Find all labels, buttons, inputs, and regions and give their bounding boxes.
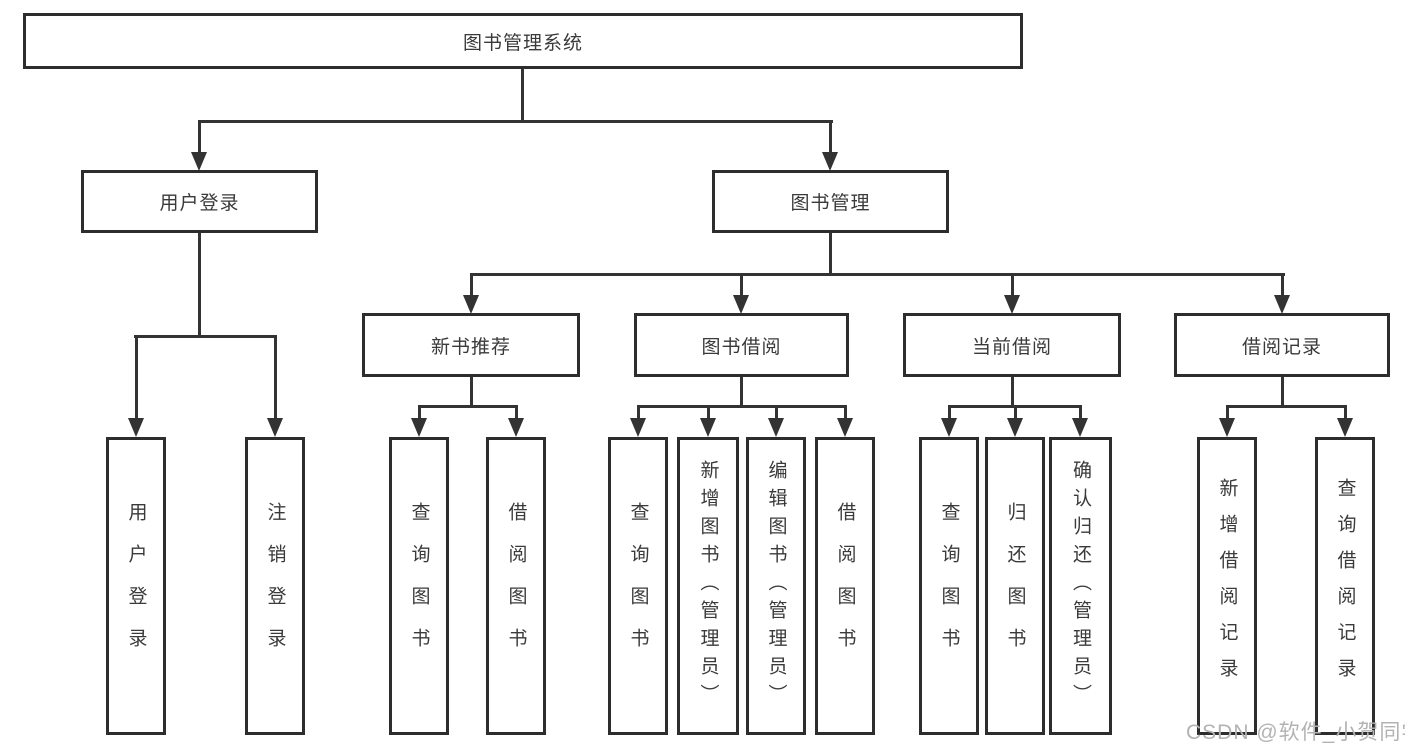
connector-drop-leaf	[1079, 405, 1082, 421]
arrow-down-icon	[630, 418, 646, 437]
connector-drop-leaf	[844, 405, 847, 421]
leaf-add-borrow-record: 新增借阅记录	[1197, 437, 1257, 735]
leaf-query-borrow-record: 查询借阅记录	[1315, 437, 1375, 735]
node-label: 当前借阅	[971, 336, 1052, 358]
connector-user-login-stem	[198, 233, 201, 337]
connector-drop-new-book-rec	[470, 273, 473, 297]
arrow-down-icon	[191, 152, 207, 171]
node-library-management-system: 图书管理系统	[23, 13, 1023, 69]
connector-current-borrow-stem	[1011, 377, 1014, 408]
node-label: 图书借阅	[701, 336, 782, 358]
leaf-label: 注销登录	[264, 502, 286, 670]
leaf-label: 归还图书	[1004, 502, 1026, 670]
leaf-label: 确认归还（管理员）	[1070, 460, 1091, 712]
leaf-return-books: 归还图书	[985, 437, 1045, 735]
connector-root-hbar	[198, 120, 833, 123]
node-borrowing-records: 借阅记录	[1174, 313, 1390, 377]
connector-drop-login-leaf	[135, 335, 138, 420]
leaf-query-books-current: 查询图书	[919, 437, 979, 735]
arrow-down-icon	[1219, 418, 1235, 437]
arrow-down-icon	[700, 418, 716, 437]
connector-drop-current-borrow	[1011, 273, 1014, 297]
connector-book-mgmt-stem	[829, 233, 832, 275]
connector-root-stem	[521, 69, 524, 123]
arrow-down-icon	[508, 418, 524, 437]
leaf-query-books-recommend: 查询图书	[389, 437, 449, 735]
connector-drop-leaf	[418, 405, 421, 421]
connector-borrow-records-hbar	[1226, 405, 1347, 408]
leaf-label: 用户登录	[125, 502, 147, 670]
leaf-label: 查询图书	[627, 502, 649, 670]
connector-drop-borrow-records	[1281, 273, 1284, 297]
node-current-borrowing: 当前借阅	[903, 313, 1121, 377]
arrow-down-icon	[822, 152, 838, 171]
leaf-label: 借阅图书	[505, 502, 527, 670]
arrow-down-icon	[411, 418, 427, 437]
node-book-borrowing: 图书借阅	[634, 313, 849, 377]
leaf-add-books-admin: 新增图书（管理员）	[677, 437, 739, 735]
connector-book-borrow-hbar	[637, 405, 847, 408]
leaf-label: 借阅图书	[834, 502, 856, 670]
leaf-label: 新增图书（管理员）	[697, 460, 719, 712]
leaf-user-login: 用户登录	[106, 437, 166, 735]
csdn-watermark: CSDN @软件_小贺同学	[1186, 721, 1405, 744]
connector-drop-leaf	[1014, 405, 1017, 421]
connector-drop-book-borrow	[740, 273, 743, 297]
node-new-book-recommend: 新书推荐	[362, 313, 580, 377]
arrow-down-icon	[768, 418, 784, 437]
leaf-borrow-books-recommend: 借阅图书	[486, 437, 546, 735]
connector-drop-leaf	[707, 405, 710, 421]
connector-drop-logout-leaf	[274, 335, 277, 420]
node-label: 图书管理系统	[462, 32, 583, 54]
connector-drop-book-mgmt	[829, 120, 832, 154]
arrow-down-icon	[941, 418, 957, 437]
arrow-down-icon	[1004, 295, 1020, 314]
leaf-label: 查询图书	[408, 502, 430, 670]
node-label: 图书管理	[790, 193, 871, 214]
arrow-down-icon	[128, 418, 144, 437]
leaf-label: 查询图书	[938, 502, 960, 670]
connector-drop-leaf	[1344, 405, 1347, 421]
connector-drop-leaf	[775, 405, 778, 421]
arrow-down-icon	[463, 295, 479, 314]
node-label: 用户登录	[159, 193, 240, 214]
arrow-down-icon	[837, 418, 853, 437]
arrow-down-icon	[1007, 418, 1023, 437]
connector-drop-user-login	[198, 120, 201, 154]
leaf-label: 查询借阅记录	[1334, 478, 1356, 694]
leaf-logout: 注销登录	[245, 437, 305, 735]
connector-drop-leaf	[948, 405, 951, 421]
node-book-management-branch: 图书管理	[712, 170, 949, 233]
connector-drop-leaf	[515, 405, 518, 421]
connector-new-book-rec-hbar	[418, 405, 518, 408]
leaf-confirm-return-admin: 确认归还（管理员）	[1049, 437, 1112, 735]
node-label: 借阅记录	[1241, 336, 1322, 358]
arrow-down-icon	[1072, 418, 1088, 437]
leaf-label: 编辑图书（管理员）	[765, 460, 787, 712]
connector-book-borrow-stem	[740, 377, 743, 408]
arrow-down-icon	[1337, 418, 1353, 437]
connector-drop-leaf	[637, 405, 640, 421]
leaf-label: 新增借阅记录	[1216, 478, 1238, 694]
arrow-down-icon	[267, 418, 283, 437]
node-user-login-branch: 用户登录	[81, 170, 318, 233]
leaf-query-books-borrowing: 查询图书	[608, 437, 668, 735]
connector-borrow-records-stem	[1281, 377, 1284, 408]
arrow-down-icon	[1274, 295, 1290, 314]
connector-new-book-rec-stem	[470, 377, 473, 408]
leaf-edit-books-admin: 编辑图书（管理员）	[746, 437, 806, 735]
node-label: 新书推荐	[430, 336, 511, 358]
connector-user-login-hbar	[134, 335, 277, 338]
leaf-borrow-books: 借阅图书	[815, 437, 875, 735]
connector-book-mgmt-hbar	[470, 273, 1285, 276]
connector-drop-leaf	[1226, 405, 1229, 421]
arrow-down-icon	[733, 295, 749, 314]
